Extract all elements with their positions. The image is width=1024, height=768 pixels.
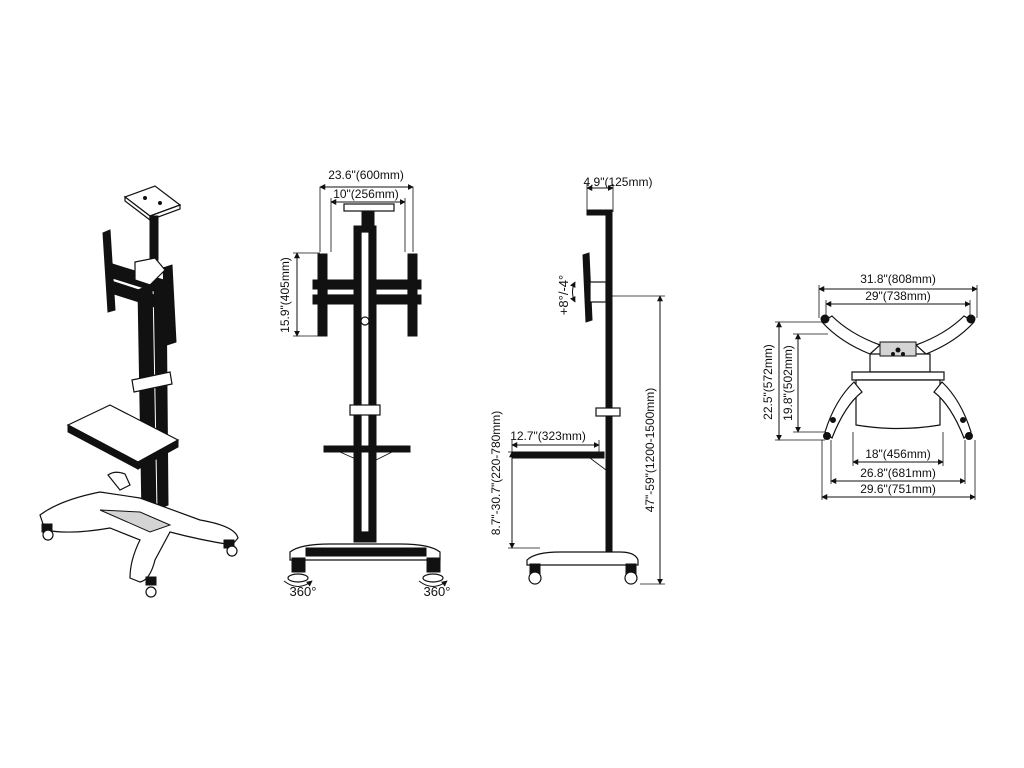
dim-arm-width: 29"(738mm) bbox=[865, 289, 931, 303]
dim-inner-height: 19.8"(502mm) bbox=[781, 345, 795, 421]
dim-depth: 4.9"(125mm) bbox=[584, 175, 653, 189]
dim-bottom-mid: 26.8"(681mm) bbox=[860, 466, 936, 480]
side-rear-wheel-icon bbox=[528, 563, 542, 585]
dim-inner-width: 10"(256mm) bbox=[333, 187, 399, 201]
caster-wheel-icon bbox=[223, 539, 238, 557]
dim-max-height: 22.5"(572mm) bbox=[761, 344, 775, 420]
caster-wheel-icon bbox=[41, 523, 54, 541]
dim-total-height: 47"-59"(1200-1500mm) bbox=[643, 388, 657, 513]
rotation-label-right: 360° bbox=[424, 584, 451, 599]
tilt-label: +8°/-4° bbox=[556, 275, 571, 315]
dim-overall-width: 23.6"(600mm) bbox=[328, 168, 404, 182]
dim-bottom-inner: 18"(456mm) bbox=[865, 447, 931, 461]
side-view: 4.9"(125mm) +8°/-4° 12.7"(323mm) 8.7"-30… bbox=[489, 175, 665, 585]
dim-max-width: 31.8"(808mm) bbox=[860, 272, 936, 286]
dim-bottom-outer: 29.6"(751mm) bbox=[860, 482, 936, 496]
front-left-wheel-icon bbox=[287, 557, 309, 583]
side-front-wheel-icon bbox=[624, 563, 638, 585]
mount-view: 31.8"(808mm) 29"(738mm) 22.5"(572mm) 19.… bbox=[761, 272, 978, 500]
front-view: 23.6"(600mm) 10"(256mm) 15.9"(405mm) bbox=[278, 168, 450, 599]
dim-vesa-height: 15.9"(405mm) bbox=[278, 257, 292, 333]
dim-shelf-height: 8.7"-30.7"(220-780mm) bbox=[489, 411, 503, 536]
front-right-wheel-icon bbox=[422, 557, 444, 583]
isometric-cart-view bbox=[39, 185, 239, 598]
rotation-label-left: 360° bbox=[290, 584, 317, 599]
dim-shelf-depth: 12.7"(323mm) bbox=[510, 429, 586, 443]
caster-wheel-icon bbox=[145, 576, 157, 598]
